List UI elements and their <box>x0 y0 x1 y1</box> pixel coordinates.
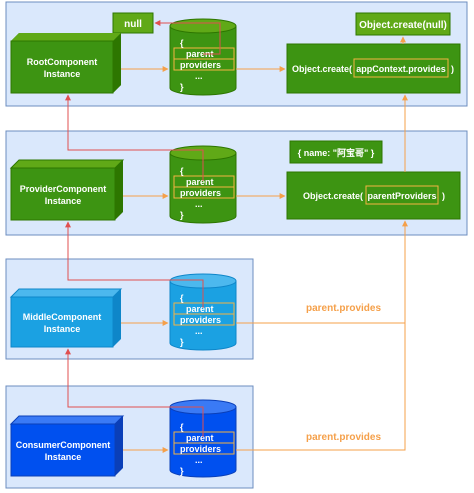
middle-parent-provides-label: parent.provides <box>306 303 381 314</box>
middle-component-label-line1: MiddleComponent <box>23 312 102 322</box>
root-cylinder-parent: parent <box>186 49 214 59</box>
consumer-cylinder: { parent providers ... } <box>169 399 237 478</box>
root-component-block: RootComponent Instance <box>10 33 121 94</box>
provider-object-create-prefix: Object.create( <box>303 191 363 201</box>
middle-component-label-line2: Instance <box>44 324 81 334</box>
object-create-null-label: Object.create(null) <box>359 20 447 31</box>
root-component-label-line2: Instance <box>44 69 81 79</box>
middle-cylinder-open-brace: { <box>180 293 184 303</box>
arrow-middle-parent-to-provider <box>65 221 204 308</box>
root-close-paren: ) <box>451 64 454 74</box>
root-cylinder-close-brace: } <box>180 82 184 92</box>
root-cylinder-open-brace: { <box>180 38 184 48</box>
provider-cylinder-close-brace: } <box>180 210 184 220</box>
name-object-box: { name: "阿宝哥" } <box>289 140 383 164</box>
consumer-cylinder-ellipsis: ... <box>195 455 203 465</box>
root-cylinder-providers: providers <box>180 60 221 70</box>
consumer-component-block: ConsumerComponent Instance <box>9 415 125 477</box>
provider-close-paren: ) <box>442 191 445 201</box>
consumer-component-label-line1: ConsumerComponent <box>16 440 111 450</box>
provider-cylinder-providers: providers <box>180 188 221 198</box>
consumer-cylinder-parent: parent <box>186 433 214 443</box>
root-app-context-provides: appContext.provides <box>356 64 446 74</box>
consumer-parent-provides-label: parent.provides <box>306 432 381 443</box>
provider-component-label-line2: Instance <box>45 196 82 206</box>
arrow-root-parent-to-null <box>154 20 221 55</box>
root-object-create-prefix: Object.create( <box>292 64 352 74</box>
middle-component-block: MiddleComponent Instance <box>9 288 123 348</box>
arrow-provider-parent-to-root <box>65 94 204 181</box>
middle-cylinder-parent: parent <box>186 304 214 314</box>
root-object-create-box: Object.create( appContext.provides ) <box>286 43 461 94</box>
root-cylinder: { parent providers ... } <box>169 18 237 96</box>
provider-component-label-line1: ProviderComponent <box>20 184 107 194</box>
object-create-null-box <box>355 12 451 36</box>
provider-cylinder-ellipsis: ... <box>195 199 203 209</box>
root-component-label-line1: RootComponent <box>27 57 97 67</box>
name-object-label: { name: "阿宝哥" } <box>298 147 375 158</box>
consumer-cylinder-close-brace: } <box>180 466 184 476</box>
arrow-consumer-parent-to-middle <box>65 348 204 437</box>
arrow-consumer-parent-provides <box>236 323 406 451</box>
middle-cylinder-close-brace: } <box>180 337 184 347</box>
consumer-cylinder-providers: providers <box>180 444 221 454</box>
middle-cylinder-providers: providers <box>180 315 221 325</box>
middle-cylinder-ellipsis: ... <box>195 326 203 336</box>
provider-object-create-box: Object.create( parentProviders ) <box>286 171 461 220</box>
root-cylinder-ellipsis: ... <box>195 71 203 81</box>
middle-cylinder: { parent providers ... } <box>169 273 237 351</box>
provider-parent-providers: parentProviders <box>367 191 436 201</box>
provider-component-block: ProviderComponent Instance <box>9 159 125 221</box>
consumer-component-label-line2: Instance <box>45 452 82 462</box>
null-box <box>112 12 154 34</box>
provider-cylinder-open-brace: { <box>180 166 184 176</box>
provider-cylinder-parent: parent <box>186 177 214 187</box>
null-label: null <box>124 19 142 30</box>
consumer-cylinder-open-brace: { <box>180 422 184 432</box>
